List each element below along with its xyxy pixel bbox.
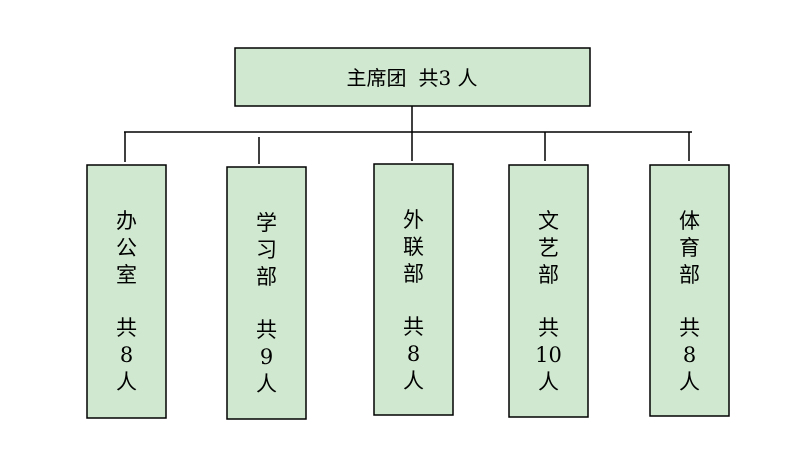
- department-name-char: 部: [403, 262, 424, 286]
- department-count-prefix: 共: [116, 316, 137, 340]
- department-name-char: 育: [679, 236, 700, 260]
- department-box: [86, 164, 167, 419]
- root-name: 主席团: [346, 66, 406, 90]
- root-count: 共3 人: [418, 66, 477, 90]
- department-box: [508, 164, 589, 418]
- department-count-suffix: 人: [679, 370, 700, 394]
- root-node: 主席团共3 人: [234, 47, 591, 107]
- department-box: [373, 163, 454, 416]
- department-count-prefix: 共: [538, 316, 559, 340]
- department-name-char: 部: [538, 263, 559, 287]
- department-name-char: 文: [538, 209, 559, 233]
- department-name-char: 学: [256, 211, 277, 235]
- department-name-char: 部: [679, 263, 700, 287]
- department-name-char: 体: [679, 209, 700, 233]
- department-name-char: 外: [403, 208, 424, 232]
- department-name-char: 公: [116, 236, 137, 260]
- connectors: [124, 106, 692, 164]
- department-count-suffix: 人: [256, 372, 277, 396]
- department-name-char: 习: [256, 238, 277, 262]
- department-name-char: 室: [116, 263, 137, 287]
- department-count: 8: [407, 342, 420, 366]
- department-name-char: 艺: [538, 236, 559, 260]
- department-name-char: 部: [256, 265, 277, 289]
- department-count-suffix: 人: [403, 369, 424, 393]
- department-count-suffix: 人: [116, 370, 137, 394]
- department-count-prefix: 共: [679, 316, 700, 340]
- department-count-prefix: 共: [403, 315, 424, 339]
- department-count-suffix: 人: [538, 370, 559, 394]
- root-box: [234, 47, 591, 107]
- department-count: 9: [260, 345, 273, 369]
- department-count: 8: [120, 343, 133, 367]
- department-box: [226, 166, 307, 420]
- department-count: 8: [683, 343, 696, 367]
- department-box: [649, 164, 730, 417]
- department-name-char: 办: [116, 209, 137, 233]
- department-count: 10: [535, 343, 562, 367]
- department-count-prefix: 共: [256, 318, 277, 342]
- department-name-char: 联: [403, 235, 424, 259]
